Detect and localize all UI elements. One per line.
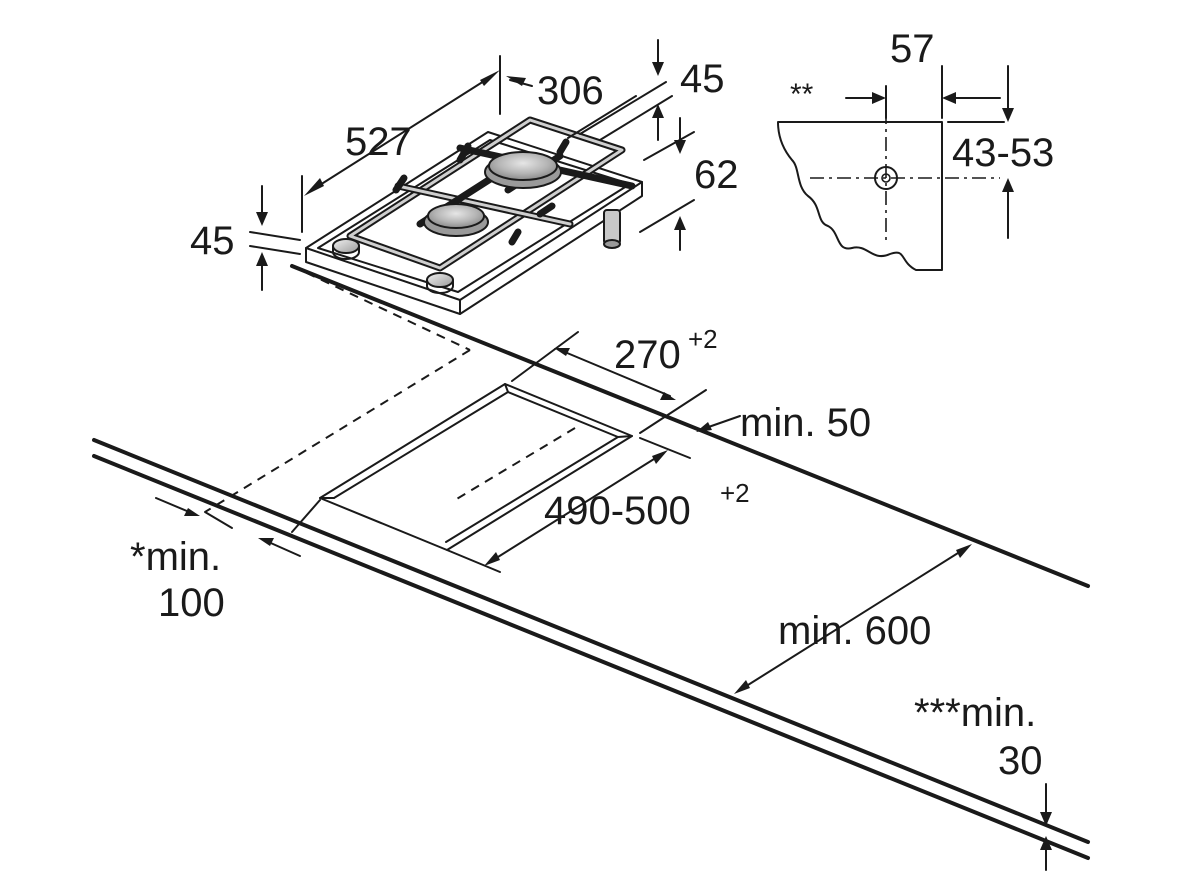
label-min-50: min. 50: [740, 401, 871, 445]
label-cutout-270-tolerance: +2: [688, 324, 718, 354]
label-cutout-490-500: 490-500: [544, 489, 691, 533]
hob-dimensions: [249, 39, 695, 291]
label-star-min: *min.: [130, 535, 221, 579]
cutout-dimensions: [155, 348, 1052, 871]
label-triple-star-value: 30: [998, 739, 1043, 783]
label-height-45-right: 45: [680, 57, 725, 101]
label-width-527: 527: [345, 120, 412, 164]
label-triple-star-min: ***min.: [914, 691, 1036, 735]
label-height-45-left: 45: [190, 219, 235, 263]
label-cutout-490-500-tolerance: +2: [720, 478, 750, 508]
label-section-43-53: 43-53: [952, 131, 1054, 175]
knob-left: [332, 238, 360, 260]
section-detail: [777, 65, 1014, 271]
label-star-min-value: 100: [158, 581, 225, 625]
label-section-double-star: **: [790, 78, 814, 111]
dimension-labels: 527 306 45 62 45 57 ** 43-53 270 +2 min.…: [130, 27, 1054, 783]
label-cutout-270: 270: [614, 333, 681, 377]
label-min-600: min. 600: [778, 609, 931, 653]
countertop: [92, 264, 1090, 860]
gas-hob: [305, 116, 643, 315]
label-section-57: 57: [890, 27, 935, 71]
label-height-62: 62: [694, 153, 739, 197]
knob-right: [426, 272, 454, 294]
burner-large: [484, 151, 562, 189]
cutout: [204, 331, 707, 573]
gas-connection: [603, 209, 621, 249]
label-depth-306: 306: [537, 69, 604, 113]
burner-small: [423, 203, 489, 237]
